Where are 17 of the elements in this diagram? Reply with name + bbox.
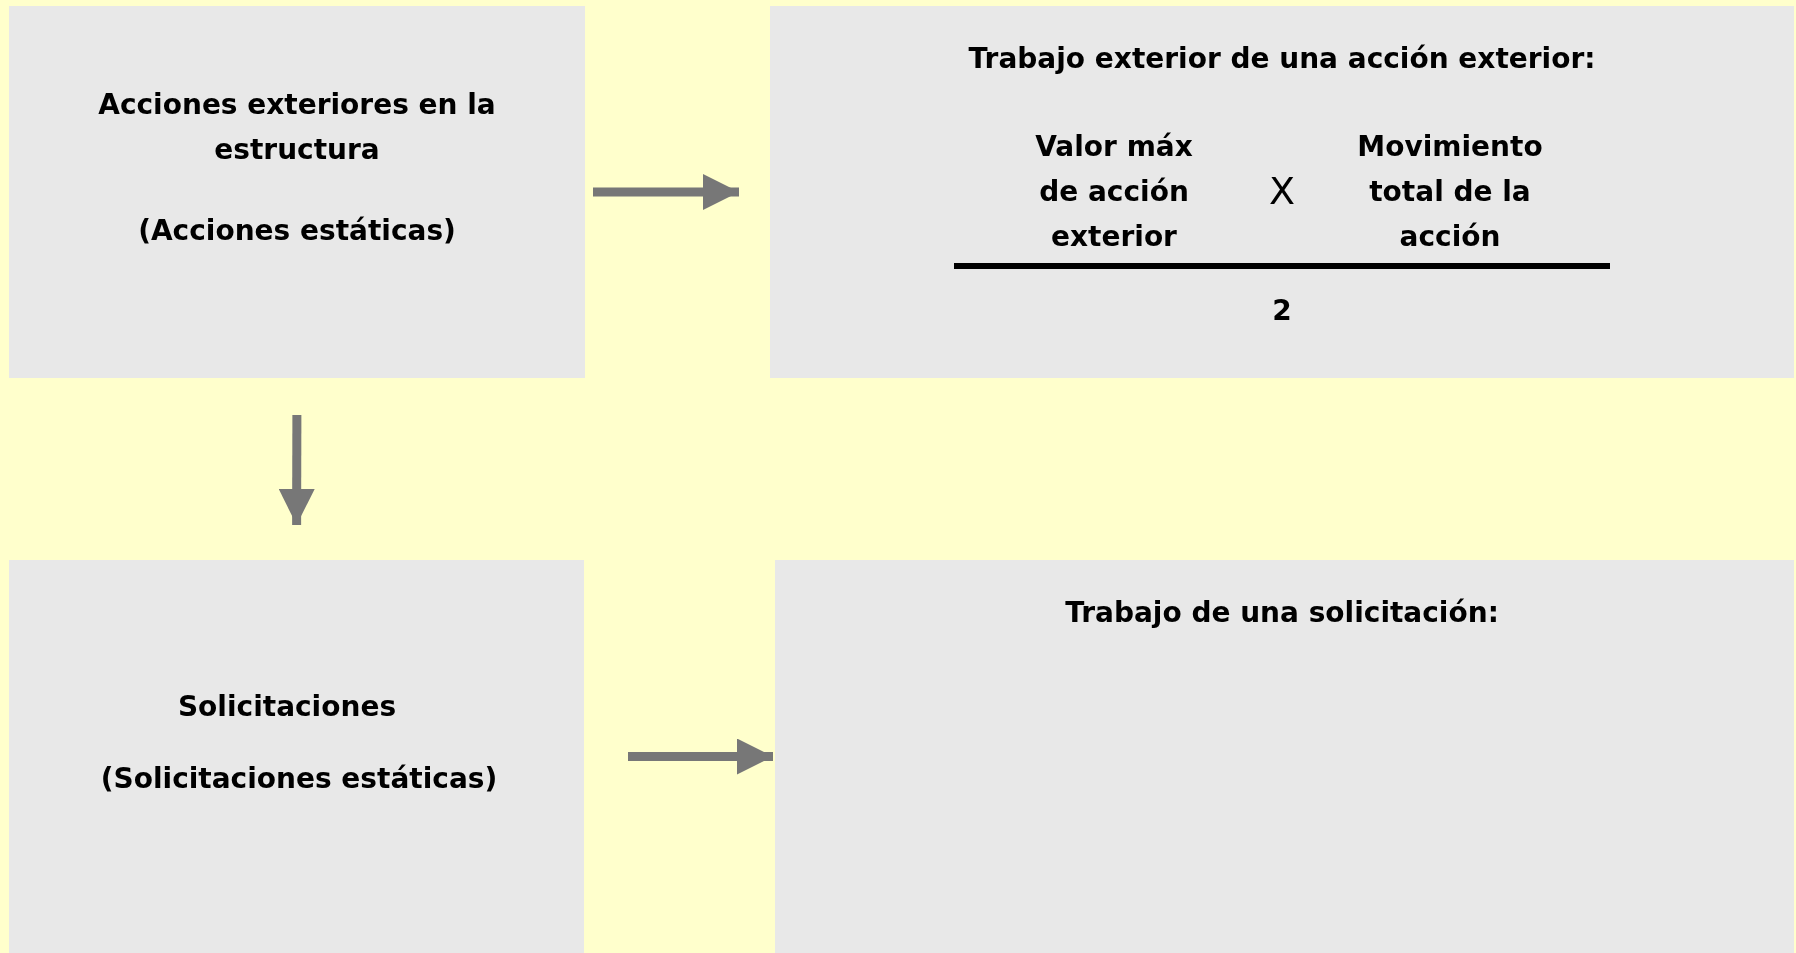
node-heading: Trabajo de una solicitación: — [1064, 595, 1500, 631]
text-box — [9, 560, 584, 953]
arrow — [628, 738, 773, 775]
arrow — [593, 174, 739, 210]
node-heading: Trabajo exterior de una acción exterior: — [967, 41, 1597, 77]
text-box — [775, 560, 1794, 953]
numerator-term: Valor máx de acción exterior — [1034, 129, 1194, 255]
text-box — [9, 6, 585, 378]
denominator: 2 — [1271, 293, 1293, 329]
numerator-term: Movimiento total de la acción — [1356, 129, 1544, 255]
node-subtitle: (Acciones estáticas) — [137, 213, 457, 249]
arrow — [278, 415, 315, 525]
node-subtitle: (Solicitaciones estáticas) — [99, 761, 499, 797]
multiplication-sign: X — [1267, 169, 1296, 214]
text-box — [770, 6, 1794, 378]
node-heading: Solicitaciones — [176, 689, 398, 725]
node-heading: Acciones exteriores en la estructura — [97, 87, 497, 168]
